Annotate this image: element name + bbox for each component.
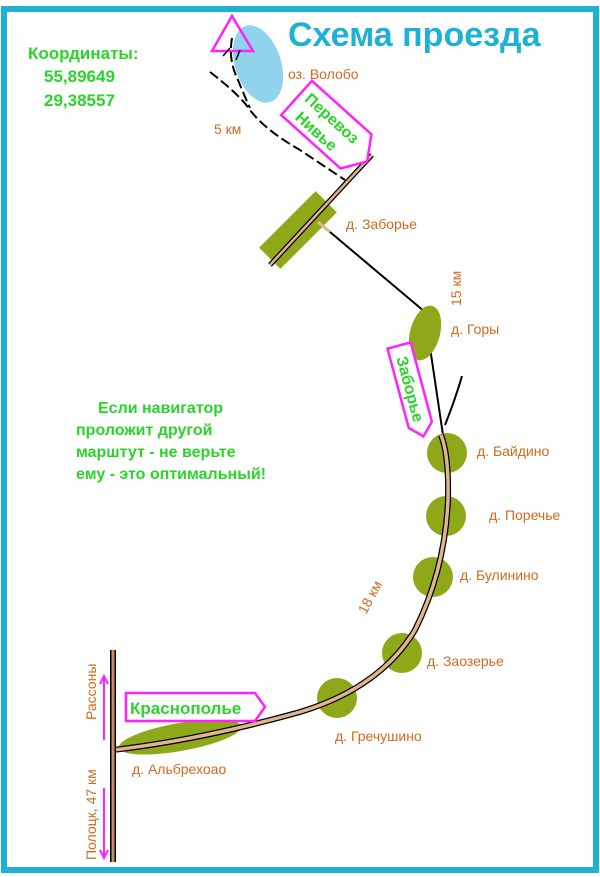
page-title: Схема проезда	[288, 16, 542, 54]
label-polotsk: Полоцк, 47 км	[83, 769, 99, 860]
note-line2: проложит другой	[76, 422, 212, 439]
navigator-note: Если навигатор проложит другой марштут -…	[76, 400, 266, 483]
village-gory	[408, 305, 442, 361]
road-zaborye	[269, 154, 373, 266]
sign-zaborye: Заборье	[385, 340, 434, 439]
dirt-road-branch	[229, 37, 251, 109]
label-grechushino: д. Гречушино	[335, 728, 422, 744]
label-18km: 18 км	[355, 578, 386, 617]
label-15km: 15 км	[448, 271, 464, 306]
label-rassony: Рассоны	[83, 664, 99, 720]
sign-krasnopolye-label: Краснополье	[130, 699, 241, 718]
dirt-road-fork	[222, 47, 241, 61]
arrow-up-icon	[99, 673, 109, 740]
arrow-down-icon	[99, 788, 109, 861]
label-zaozerye: д. Заозерье	[427, 653, 504, 669]
label-baidino: д. Байдино	[477, 443, 549, 459]
note-line4: ему - это оптимальный!	[76, 466, 266, 483]
label-porechye: д. Поречье	[489, 507, 560, 523]
label-albrekhoao: д. Альбрехоао	[132, 761, 226, 777]
label-lake: оз. Волобо	[288, 66, 359, 82]
note-line1: Если навигатор	[98, 400, 223, 417]
label-gory: д. Горы	[451, 321, 499, 337]
destination-marker-icon	[209, 13, 256, 53]
dirt-road	[209, 71, 346, 181]
label-zaborye: д. Заборье	[346, 216, 417, 232]
coordinates-label: Координаты:	[28, 44, 139, 63]
road-branch	[444, 375, 463, 426]
sign-krasnopolye: Краснополье	[124, 691, 267, 723]
main-road	[112, 434, 450, 752]
note-line3: марштут - не верьте	[76, 444, 236, 461]
coordinates-lon: 29,38557	[44, 91, 115, 110]
coordinates-lat: 55,89649	[44, 67, 115, 86]
lake-volobo	[232, 25, 284, 103]
road-junction	[317, 220, 331, 234]
label-bulinino: д. Булинино	[460, 567, 539, 583]
sign-perevoz-nivye: Перевоз Нивье	[279, 79, 373, 170]
label-5km: 5 км	[214, 121, 241, 137]
map-frame	[1, 6, 599, 873]
